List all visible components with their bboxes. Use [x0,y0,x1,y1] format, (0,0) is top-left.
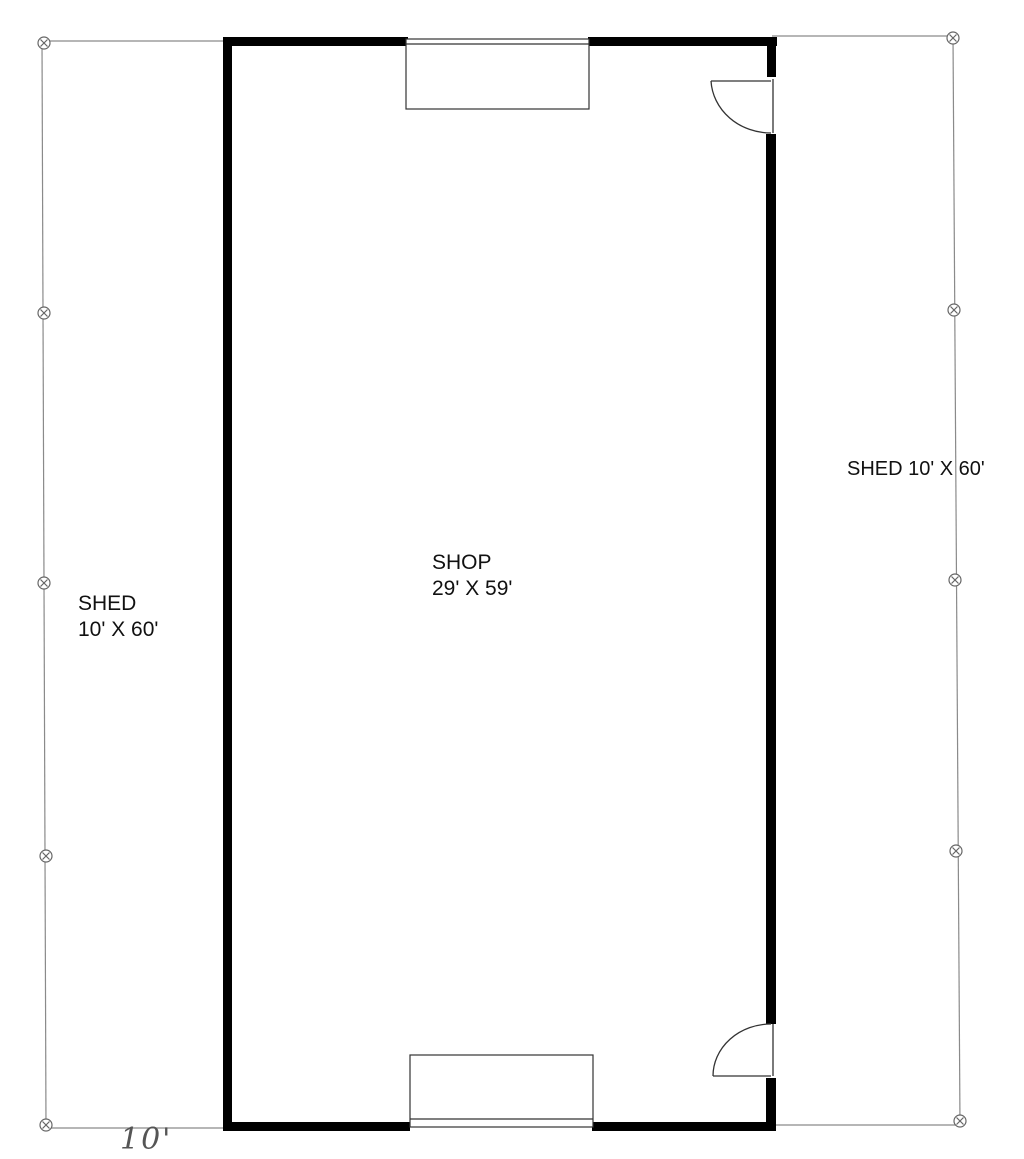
door-swing-top-right [710,79,774,134]
handwritten-dimension: 10' [120,1122,173,1157]
wall-right-lower [766,1078,776,1131]
post-icon [947,303,961,317]
post-icon [953,1114,967,1128]
shop-name: SHOP [432,551,492,574]
overhead-door-bottom [409,1054,594,1128]
posts [37,31,967,1132]
wall-bottom-left [223,1122,410,1131]
wall-right-upper [767,37,776,77]
shop-walls [223,37,777,1131]
overhead-door-top [405,38,590,110]
post-icon [37,576,51,590]
door-swing-bottom-right [712,1023,774,1077]
post-icon [949,844,963,858]
post-icon [37,306,51,320]
shed-right-text: SHED 10' X 60' [847,458,985,480]
post-icon [39,1118,53,1132]
shed-left-size: 10' X 60' [78,618,159,641]
post-icon [946,31,960,45]
wall-bottom-right [592,1122,776,1131]
shop-label: SHOP 29' X 59' [432,550,512,602]
wall-top-right [588,37,777,46]
wall-top-left [223,37,408,46]
post-icon [37,36,51,50]
wall-left [223,37,232,1131]
shed-left-label: SHED 10' X 60' [78,591,158,643]
post-icon [39,849,53,863]
shed-left-name: SHED [78,592,137,615]
shed-right-label: SHED 10' X 60' [847,456,985,482]
shop-size: 29' X 59' [432,577,513,600]
post-icon [948,573,962,587]
wall-right-middle [766,134,776,1024]
